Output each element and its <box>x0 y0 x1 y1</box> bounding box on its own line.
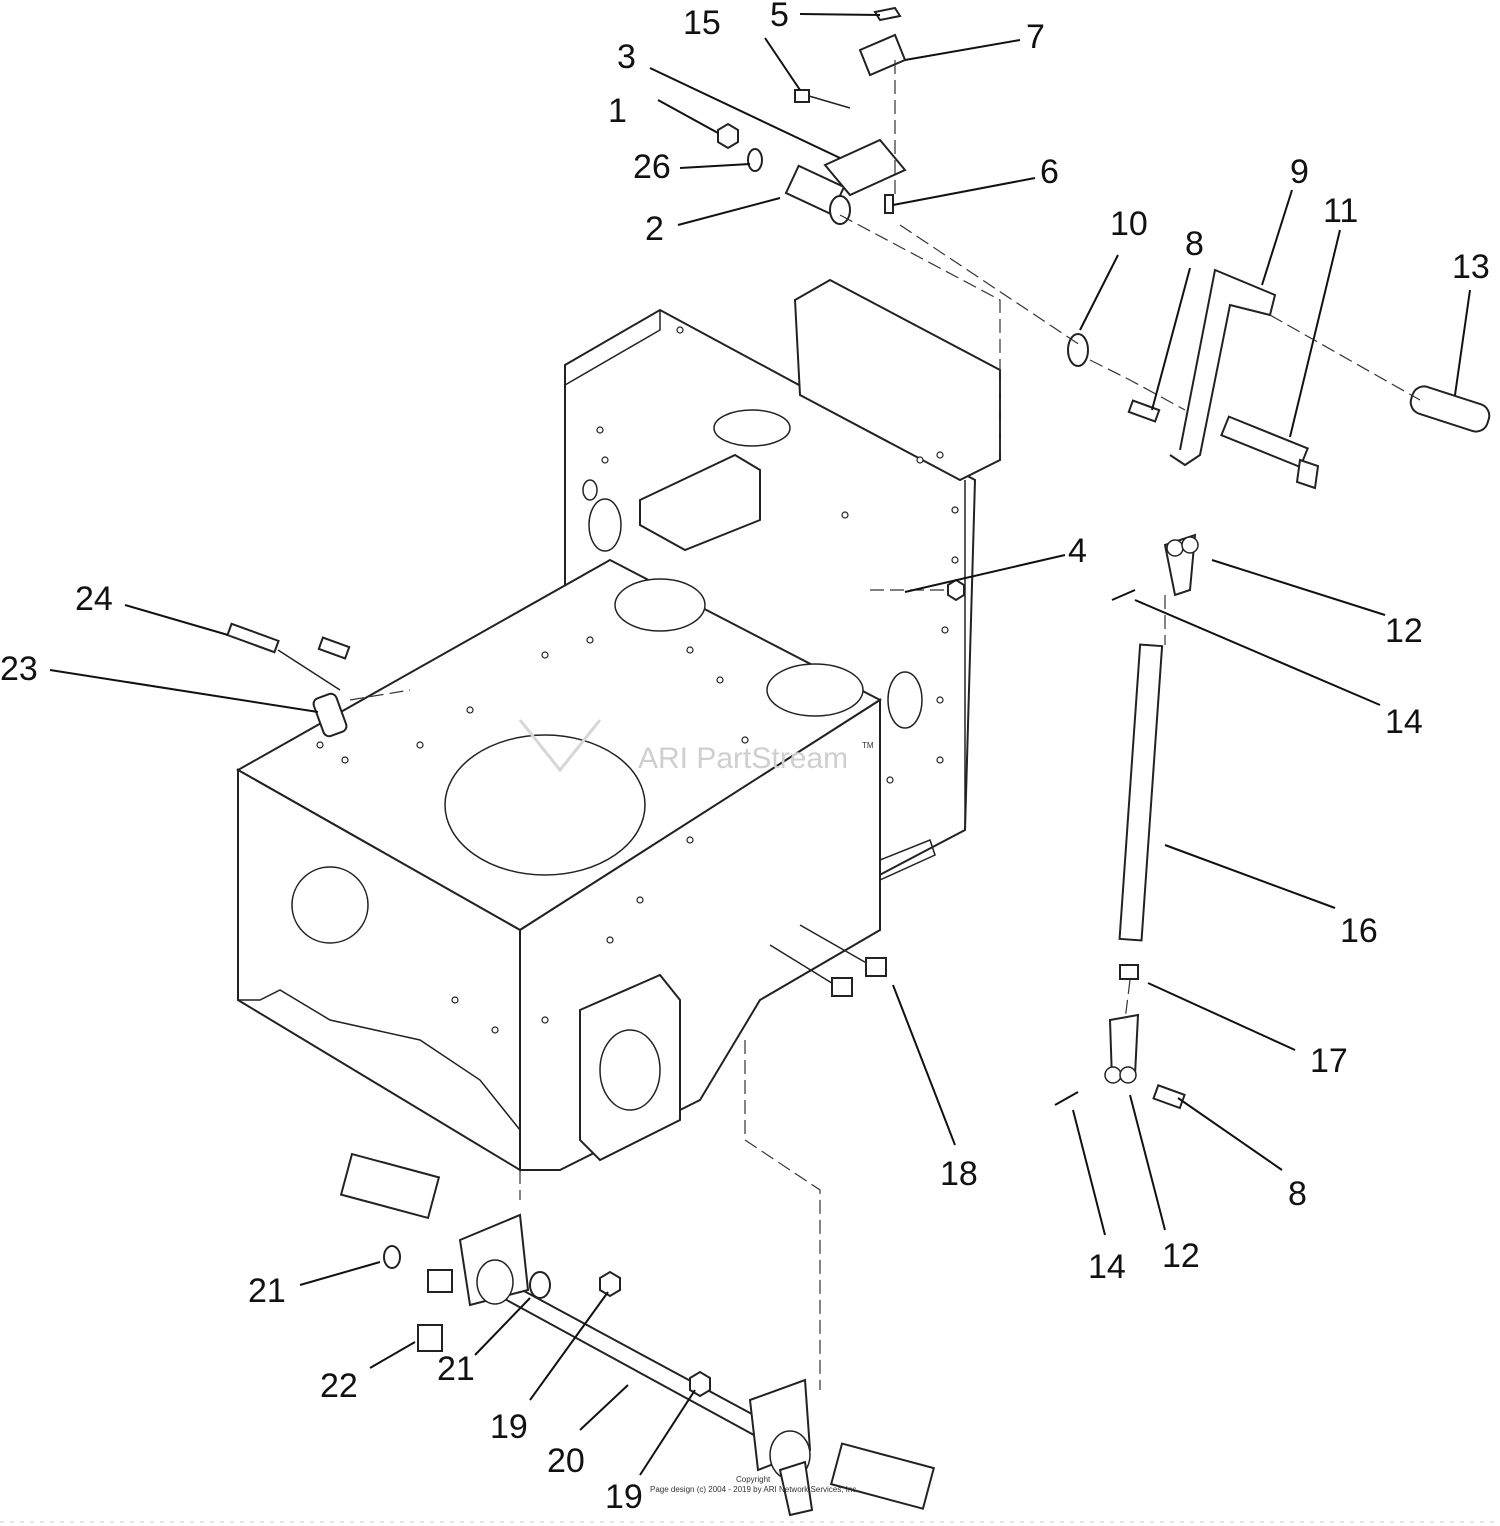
callout-17: 17 <box>1310 1042 1348 1080</box>
callout-24: 24 <box>75 580 113 618</box>
callout-1: 1 <box>608 92 627 130</box>
part-2-bushing <box>784 164 851 225</box>
part-21-bushing-right <box>529 1271 551 1299</box>
lever-pivot-assembly <box>717 6 907 225</box>
callout-21-left: 21 <box>248 1272 286 1310</box>
part-26-washer <box>747 148 763 172</box>
chassis-frame <box>235 278 1001 1172</box>
callout-12-lower: 12 <box>1162 1237 1200 1275</box>
callout-6: 6 <box>1040 153 1059 191</box>
callout-10: 10 <box>1110 205 1148 243</box>
part-14-pin-upper <box>1111 589 1136 601</box>
part-1-nut <box>717 122 739 150</box>
watermark-tm: TM <box>862 741 874 750</box>
part-5-plate <box>873 6 902 22</box>
part-13-grip <box>1409 385 1491 433</box>
part-16-rod <box>1118 643 1164 942</box>
part-10-washer <box>1067 333 1089 367</box>
callout-23: 23 <box>0 650 38 688</box>
copyright-block: Copyright Page design (c) 2004 - 2019 by… <box>650 1475 859 1494</box>
part-bolt-upper-left <box>317 636 351 660</box>
callout-14-upper: 14 <box>1385 703 1423 741</box>
part-11-bolt <box>1220 415 1320 490</box>
callout-14-lower: 14 <box>1088 1248 1126 1286</box>
callout-15: 15 <box>683 4 721 42</box>
callout-21-right: 21 <box>437 1350 475 1388</box>
part-12-clevis-upper <box>1163 533 1199 597</box>
callout-3: 3 <box>617 38 636 76</box>
callout-22: 22 <box>320 1367 358 1405</box>
callout-5: 5 <box>770 0 789 34</box>
part-22-bolt <box>417 1324 443 1352</box>
part-21-bushing-left <box>383 1245 401 1269</box>
part-14-pin-lower <box>1054 1091 1079 1106</box>
callout-26: 26 <box>633 148 671 186</box>
lower-axle-assembly <box>339 1152 936 1517</box>
callout-4: 4 <box>1068 532 1087 570</box>
part-24-pin <box>226 622 341 691</box>
watermark-text: ARI PartStream <box>638 742 848 775</box>
part-3-bracket <box>823 138 907 197</box>
part-23-spring <box>312 692 348 738</box>
callout-13: 13 <box>1452 248 1490 286</box>
callout-8-lower: 8 <box>1288 1175 1307 1213</box>
leader-lines <box>49 13 1471 1476</box>
part-9-lever <box>1169 268 1277 467</box>
part-8-pin-lower <box>1152 1084 1186 1110</box>
callout-19-upper: 19 <box>490 1408 528 1446</box>
callout-12-upper: 12 <box>1385 612 1423 650</box>
callout-19-lower: 19 <box>605 1478 643 1516</box>
callout-18: 18 <box>940 1155 978 1193</box>
part-12-clevis-lower <box>1104 1013 1140 1084</box>
part-15-bolt <box>794 89 851 109</box>
callout-8-upper: 8 <box>1185 225 1204 263</box>
callout-2: 2 <box>645 210 664 248</box>
callout-9: 9 <box>1290 153 1309 191</box>
part-7-clip <box>858 33 907 77</box>
callout-11: 11 <box>1323 192 1358 230</box>
part-18-bolts <box>769 924 887 997</box>
part-8-pin-upper <box>1127 399 1161 423</box>
callout-20: 20 <box>547 1442 585 1480</box>
part-6-screw <box>884 194 894 214</box>
rod-linkage <box>1054 533 1199 1110</box>
copyright-line: Page design (c) 2004 - 2019 by ARI Netwo… <box>650 1485 859 1494</box>
callout-16: 16 <box>1340 912 1378 950</box>
part-17-nut <box>1119 964 1139 980</box>
copyright-heading: Copyright <box>736 1475 771 1484</box>
callout-7: 7 <box>1026 18 1045 56</box>
part-19-nut-upper <box>599 1270 621 1298</box>
watermark: ARI PartStream TM <box>518 719 874 775</box>
part-4-nut <box>947 578 965 602</box>
